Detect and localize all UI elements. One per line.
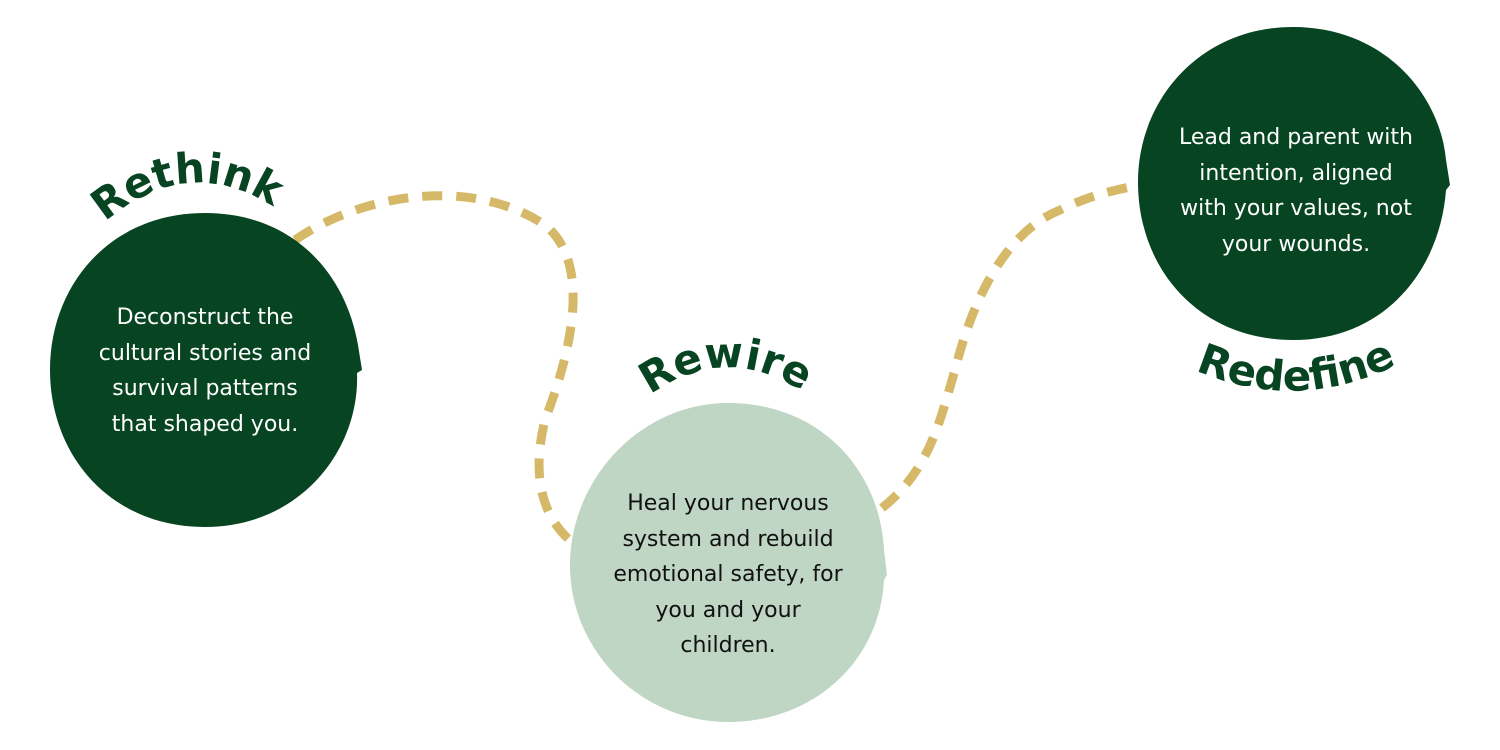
connector-path-2 (879, 180, 1141, 512)
rethink-blob (50, 213, 362, 527)
description-line: survival patterns (112, 376, 298, 401)
description-line: Deconstruct the (116, 305, 294, 330)
rethink-description: Deconstruct the cultural stories and sur… (60, 300, 350, 442)
description-line: children. (680, 633, 776, 658)
rewire-title: Rewire (630, 328, 821, 403)
description-line: intention, aligned (1199, 160, 1393, 186)
description-line: that shaped you. (111, 411, 299, 437)
redefine-blob (1138, 27, 1450, 340)
connector-path-1 (292, 191, 578, 546)
description-line: emotional safety, for (613, 562, 843, 587)
description-line: you and your (655, 597, 801, 623)
description-line: your wounds. (1221, 231, 1371, 257)
description-line: Heal your nervous (627, 491, 829, 516)
rewire-blob (570, 403, 887, 722)
redefine-description: Lead and parent with intention, aligned … (1148, 120, 1444, 262)
rewire-description: Heal your nervous system and rebuild emo… (580, 486, 876, 664)
description-line: with your values, not (1180, 196, 1412, 221)
description-line: Lead and parent with (1178, 125, 1413, 150)
description-line: cultural stories and (98, 340, 312, 366)
description-line: system and rebuild (622, 526, 834, 552)
